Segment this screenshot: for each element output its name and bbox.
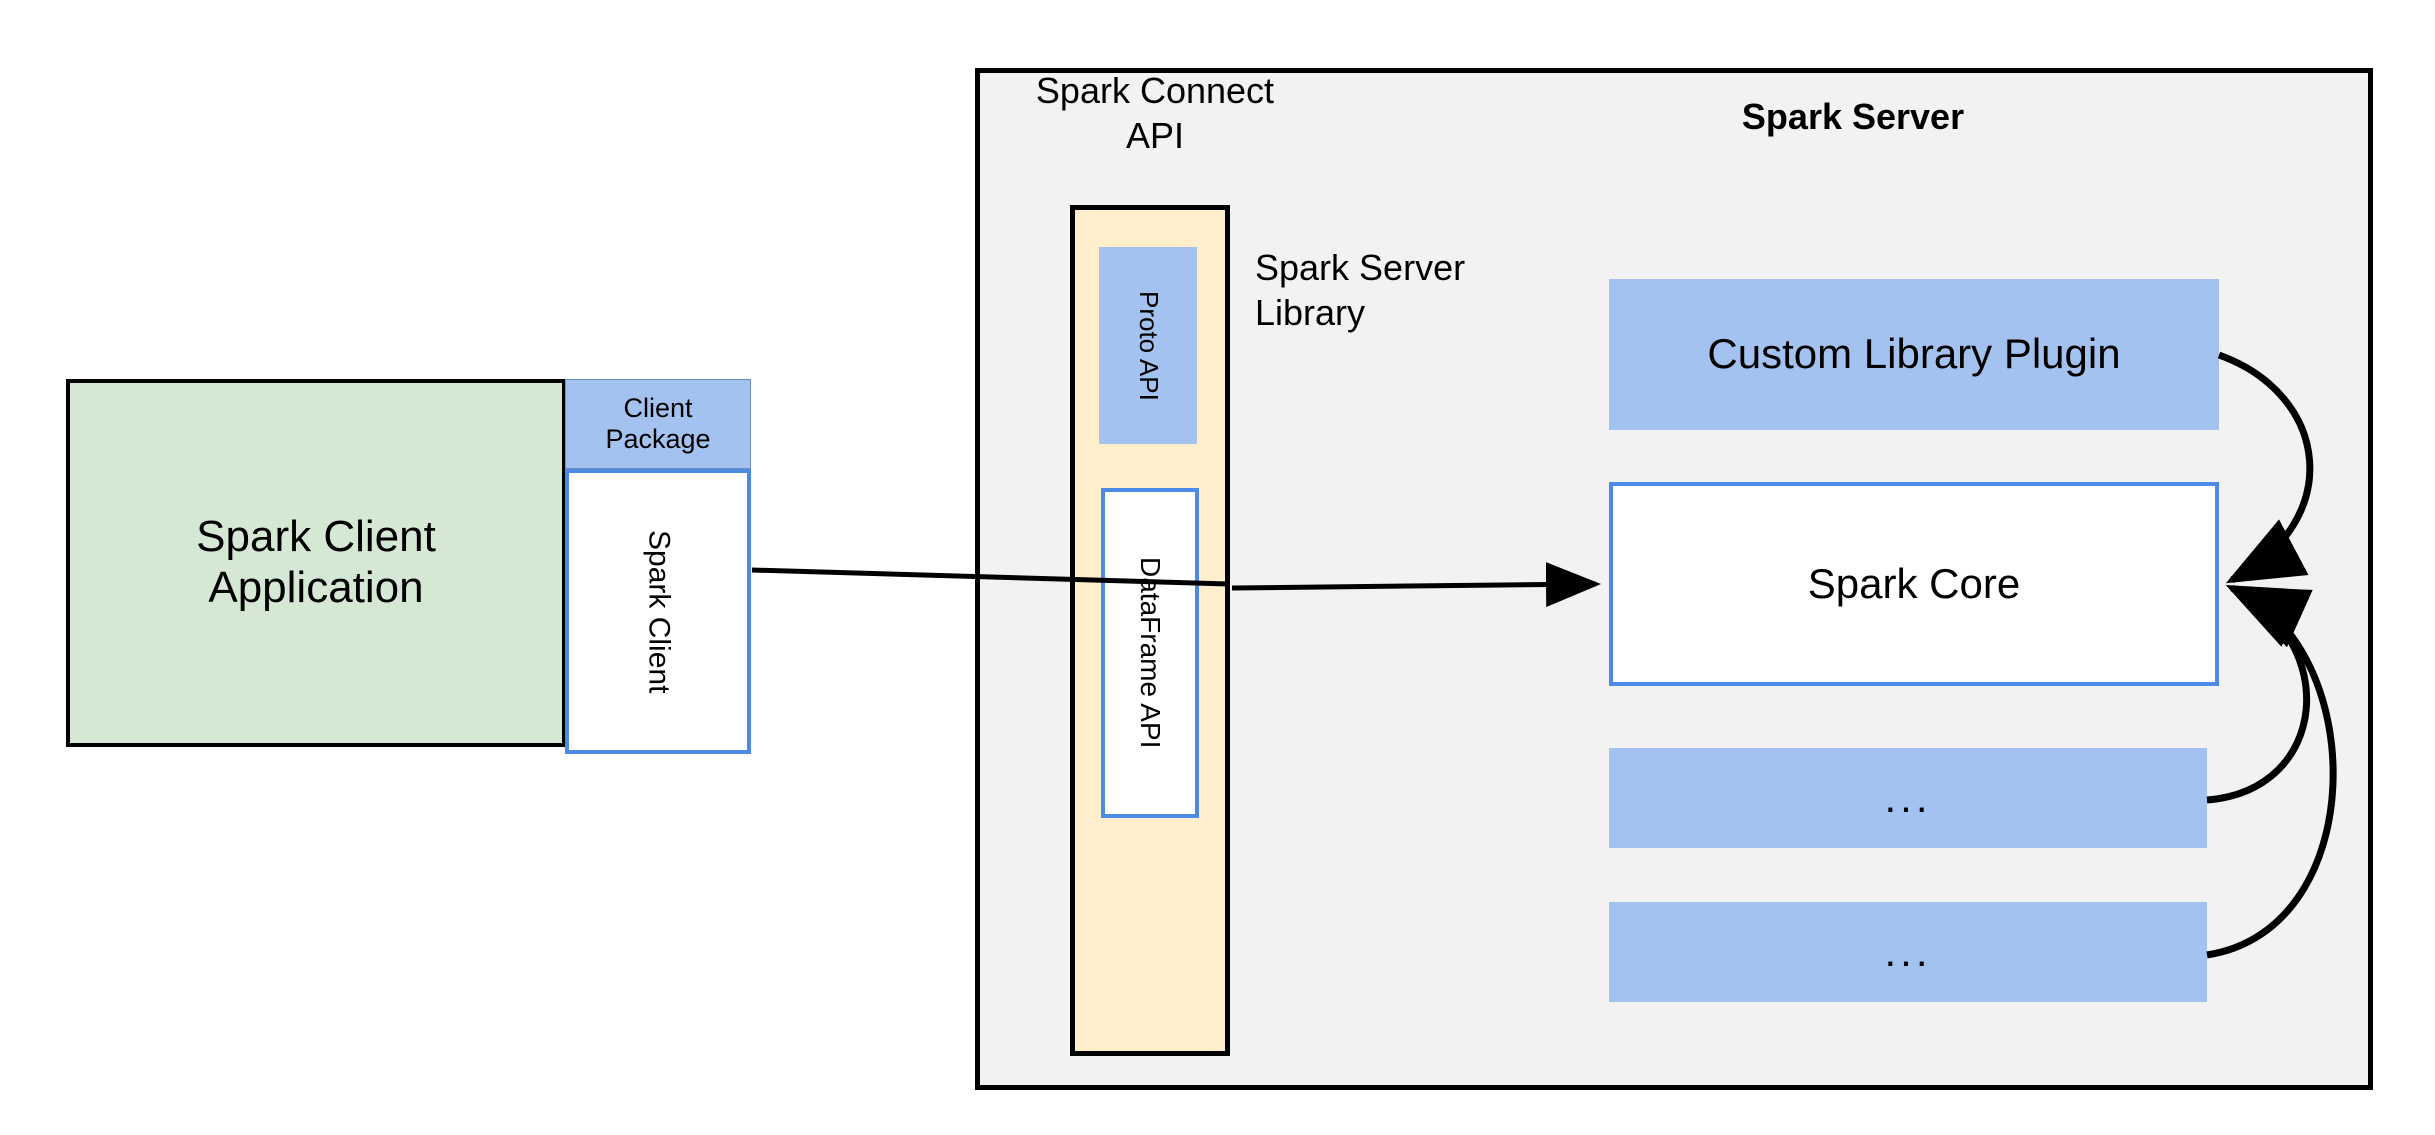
custom-library-plugin-box[interactable]: Custom Library Plugin: [1609, 279, 2219, 430]
ellipsis-one-label: ...: [1884, 773, 1932, 821]
spark-connect-api-label-line2: API: [1125, 115, 1185, 156]
spark-server-library-label-line1: Spark Server: [1255, 247, 1466, 288]
proto-api-label: Proto API: [1133, 290, 1164, 401]
client-package-label-line2: Package: [605, 424, 711, 454]
spark-client-label: Spark Client: [642, 529, 676, 694]
custom-library-plugin-label: Custom Library Plugin: [1707, 330, 2121, 378]
spark-core-label: Spark Core: [1807, 559, 2021, 607]
dataframe-api-label: DataFrame API: [1135, 557, 1167, 749]
server-component-ellipsis-one[interactable]: ...: [1609, 748, 2207, 848]
spark-client-application-label-line2: Application: [208, 563, 424, 612]
server-component-ellipsis-two[interactable]: ...: [1609, 902, 2207, 1002]
client-package-label-line1: Client: [623, 392, 693, 423]
spark-server-title: Spark Server: [1741, 96, 1965, 137]
spark-server-library-label-line2: Library: [1255, 292, 1366, 333]
client-package-box[interactable]: Client Package: [565, 379, 751, 469]
spark-client-application-box[interactable]: Spark Client Application: [66, 379, 566, 747]
proto-api-box[interactable]: Proto API: [1099, 247, 1197, 444]
spark-connect-api-label-line1: Spark Connect: [1035, 70, 1275, 111]
spark-client-box[interactable]: Spark Client: [565, 469, 751, 754]
dataframe-api-box[interactable]: DataFrame API: [1101, 488, 1199, 818]
spark-client-application-label-line1: Spark Client: [196, 512, 436, 562]
spark-connect-api-label: Spark Connect API: [1010, 68, 1300, 158]
spark-core-box[interactable]: Spark Core: [1609, 482, 2219, 686]
ellipsis-two-label: ...: [1884, 927, 1932, 975]
spark-server-library-label: Spark Server Library: [1255, 245, 1545, 335]
